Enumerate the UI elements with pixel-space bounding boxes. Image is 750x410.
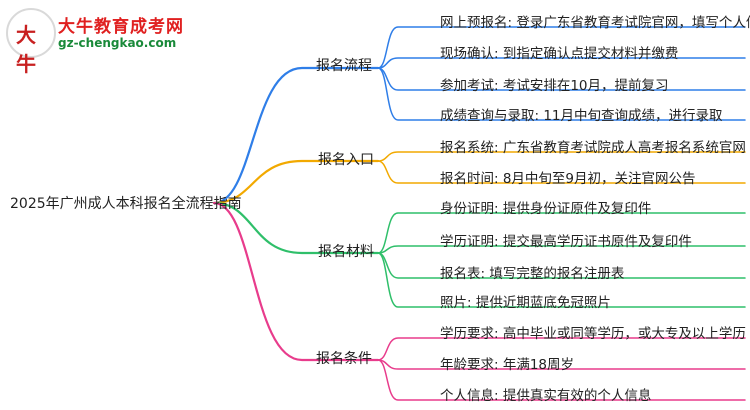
connector-root-entry — [212, 159, 380, 205]
leaf-personal-info: 个人信息: 提供真实有效的个人信息 — [440, 388, 652, 404]
connector-entry-leaf-1 — [377, 151, 746, 162]
connector-process-leaf-2 — [377, 57, 746, 69]
leaf-score-admission: 成绩查询与录取: 11月中旬查询成绩，进行录取 — [440, 108, 723, 124]
connector-conditions-leaf-1 — [377, 337, 746, 361]
connector-process-leaf-1 — [377, 26, 746, 69]
connector-process-leaf-4 — [377, 67, 746, 121]
connector-root-conditions — [212, 201, 380, 362]
leaf-id-proof: 身份证明: 提供身份证原件及复印件 — [440, 201, 652, 217]
leaf-attend-exam: 参加考试: 考试安排在10月，提前复习 — [440, 78, 669, 94]
branch-signup-entry: 报名入口 — [318, 152, 374, 168]
connector-materials-leaf-4 — [377, 252, 746, 308]
leaf-signup-time: 报名时间: 8月中旬至9月初，关注官网公告 — [440, 171, 696, 187]
logo-url: gz-chengkao.com — [58, 36, 177, 50]
leaf-online-preregistration: 网上预报名: 登录广东省教育考试院官网，填写个人信息 — [440, 15, 750, 31]
leaf-education-requirement: 学历要求: 高中毕业或同等学历，或大专及以上学历 — [440, 326, 746, 342]
site-logo[interactable]: 大牛 大牛教育成考网 gz-chengkao.com — [6, 8, 236, 76]
connector-materials-leaf-1 — [377, 212, 746, 254]
branch-signup-conditions: 报名条件 — [316, 351, 372, 367]
leaf-registration-form: 报名表: 填写完整的报名注册表 — [440, 266, 625, 282]
connector-conditions-leaf-3 — [377, 359, 746, 401]
connector-entry-leaf-2 — [377, 160, 746, 184]
connector-root-materials — [212, 201, 380, 255]
leaf-onsite-confirmation: 现场确认: 到指定确认点提交材料并缴费 — [440, 46, 679, 62]
bull-head-logo-icon: 大牛 — [6, 8, 56, 76]
leaf-signup-system: 报名系统: 广东省教育考试院成人高考报名系统官网 — [440, 140, 746, 156]
connector-root-process — [212, 66, 380, 205]
logo-title: 大牛教育成考网 — [58, 17, 184, 37]
leaf-photo: 照片: 提供近期蓝底免冠照片 — [440, 295, 611, 311]
leaf-age-requirement: 年龄要求: 年满18周岁 — [440, 357, 575, 373]
root-node: 2025年广州成人本科报名全流程指南 — [10, 196, 242, 212]
connector-materials-leaf-2 — [377, 245, 746, 254]
branch-signup-process: 报名流程 — [316, 58, 372, 74]
logo-mark-text: 大牛 — [16, 23, 36, 76]
leaf-education-proof: 学历证明: 提交最高学历证书原件及复印件 — [440, 234, 692, 250]
branch-signup-materials: 报名材料 — [318, 244, 374, 260]
